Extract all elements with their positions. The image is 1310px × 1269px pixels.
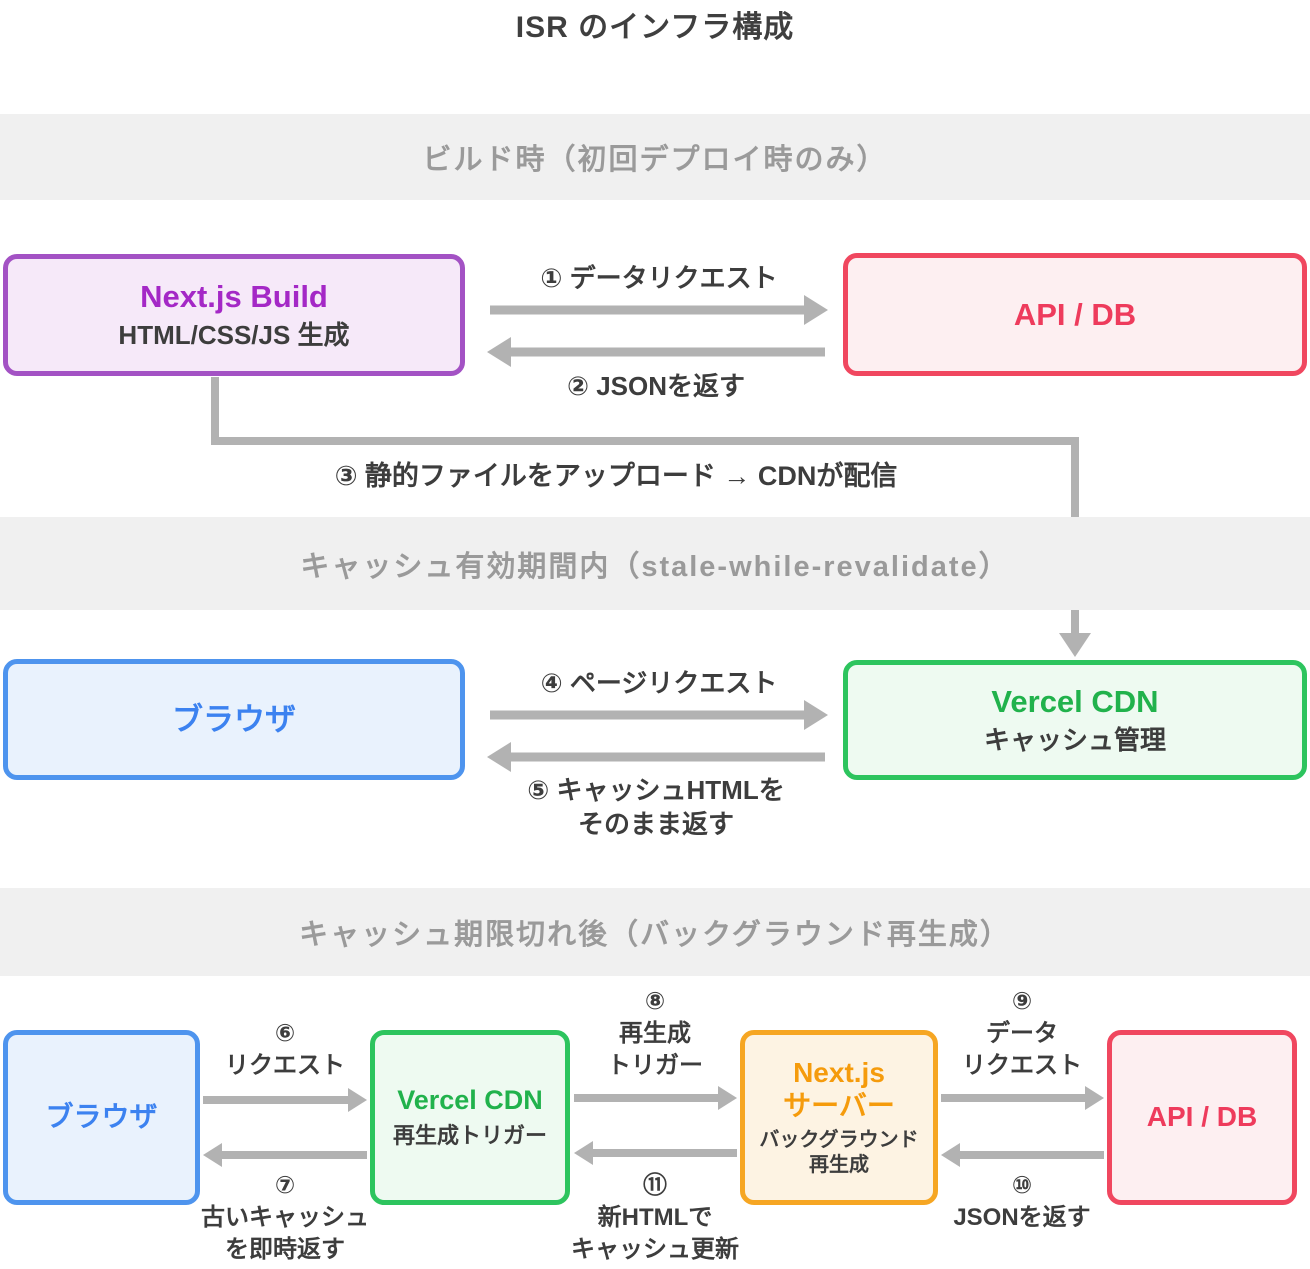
label-regen-trigger: ⑧ 再生成 トリガー (607, 988, 703, 1079)
label-json-return-regen: ⑩ JSONを返す (953, 1172, 1091, 1231)
nextjs-build-box: Next.js Build HTML/CSS/JS 生成 (3, 254, 465, 376)
nextjs-server-title: Next.js サーバー (783, 1057, 895, 1121)
label-data-request: ① データリクエスト (540, 263, 778, 293)
arrow-json-return-regen (941, 1142, 1104, 1168)
section-band-build-time: ビルド時（初回デプロイ時のみ） (0, 114, 1310, 200)
label-page-request: ④ ページリクエスト (540, 668, 778, 698)
arrow-cached-html (487, 742, 825, 772)
vercel-cdn-box-regen: Vercel CDN 再生成トリガー (370, 1030, 570, 1205)
section-band-cache-expired-label: キャッシュ期限切れ後（バックグラウンド再生成） (299, 919, 1011, 951)
section-band-cache-valid-label: キャッシュ有効期間内（stale-while-revalidate） (300, 550, 1010, 583)
nextjs-server-subtitle: バックグラウンド 再生成 (759, 1128, 919, 1176)
vercel-cdn-subtitle-cache: キャッシュ管理 (983, 724, 1166, 755)
nextjs-server-box: Next.js サーバー バックグラウンド 再生成 (740, 1030, 938, 1205)
arrow-request (203, 1087, 367, 1113)
vercel-cdn-title-regen: Vercel CDN (397, 1085, 543, 1116)
section-band-cache-valid: キャッシュ有効期間内（stale-while-revalidate） (0, 517, 1310, 610)
browser-title-cache: ブラウザ (172, 701, 296, 737)
vercel-cdn-subtitle-regen: 再生成トリガー (392, 1123, 547, 1149)
label-json-return: ② JSONを返す (566, 371, 746, 401)
upload-connector-horizontal (211, 437, 1079, 445)
arrow-regen-trigger (574, 1085, 737, 1111)
label-request: ⑥ リクエスト (225, 1020, 345, 1079)
browser-box-cache: ブラウザ (3, 659, 465, 780)
label-new-html: ⑪ 新HTMLで キャッシュ更新 (571, 1172, 739, 1263)
arrow-json-return (487, 337, 825, 367)
arrow-data-request-regen (941, 1085, 1104, 1111)
vercel-cdn-box-cache: Vercel CDN キャッシュ管理 (843, 660, 1307, 780)
section-band-build-time-label: ビルド時（初回デプロイ時のみ） (422, 144, 888, 176)
arrow-data-request (490, 295, 828, 325)
nextjs-build-title: Next.js Build (140, 278, 328, 314)
arrow-stale-cache (203, 1142, 367, 1168)
label-cached-html: ⑤ キャッシュHTMLを そのまま返す (527, 775, 785, 839)
diagram-title: ISR のインフラ構成 (515, 11, 795, 44)
api-db-box-regen: API / DB (1107, 1030, 1297, 1205)
arrow-page-request (490, 700, 828, 730)
nextjs-build-subtitle: HTML/CSS/JS 生成 (118, 319, 350, 350)
arrow-new-html (574, 1140, 737, 1166)
upload-connector-vertical-left (211, 377, 219, 443)
section-band-cache-expired: キャッシュ期限切れ後（バックグラウンド再生成） (0, 888, 1310, 976)
label-data-request-regen: ⑨ データ リクエスト (962, 988, 1082, 1079)
api-db-box-build: API / DB (843, 253, 1307, 376)
label-upload-cdn: ③ 静的ファイルをアップロード → CDNが配信 (334, 461, 898, 491)
label-stale-cache: ⑦ 古いキャッシュ を即時返す (201, 1172, 369, 1263)
api-db-title-regen: API / DB (1146, 1101, 1258, 1133)
upload-arrowhead-down-icon (1059, 633, 1091, 657)
browser-box-regen: ブラウザ (3, 1030, 200, 1205)
vercel-cdn-title-cache: Vercel CDN (991, 683, 1159, 719)
api-db-title-build: API / DB (1013, 296, 1137, 332)
browser-title-regen: ブラウザ (45, 1101, 158, 1133)
